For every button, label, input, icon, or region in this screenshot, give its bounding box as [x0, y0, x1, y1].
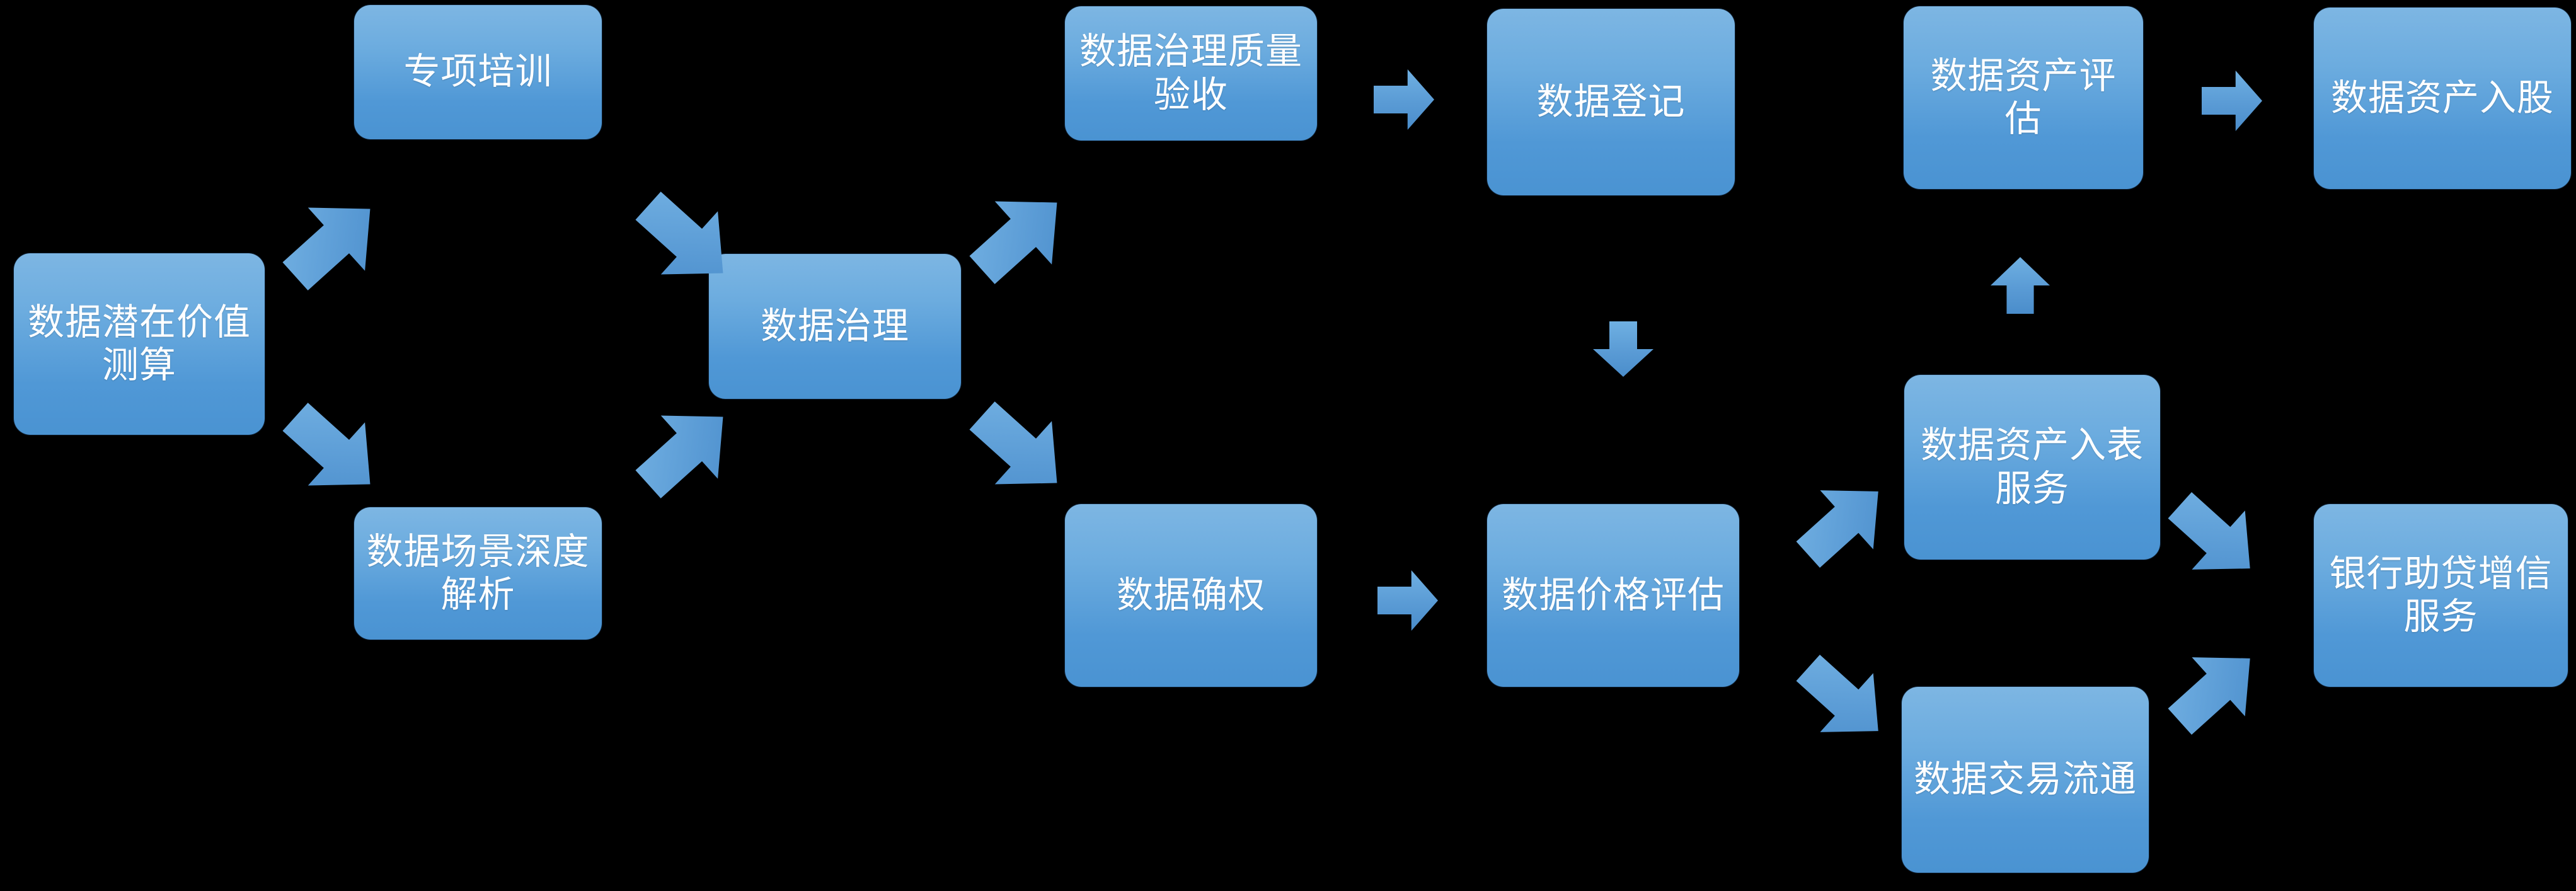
node-data-asset-listing-service[interactable]: 数据资产入表服务: [1904, 375, 2160, 560]
arrow-price-to-listing: [1778, 459, 1907, 587]
node-data-potential-value[interactable]: 数据潜在价值测算: [14, 253, 265, 435]
node-label: 数据治理: [760, 305, 909, 347]
node-governance-quality-acceptance[interactable]: 数据治理质量验收: [1065, 6, 1317, 141]
node-label: 数据交易流通: [1913, 759, 2137, 800]
node-label: 数据潜在价值测算: [27, 301, 251, 386]
arrow-quality-to-registration: [1374, 68, 1434, 131]
node-data-asset-valuation[interactable]: 数据资产评估: [1904, 6, 2143, 189]
node-label: 数据确权: [1116, 574, 1265, 616]
arrow-to-special-training: [263, 174, 401, 312]
arrow-listing-to-valuation: [1989, 257, 2051, 314]
node-data-price-assessment[interactable]: 数据价格评估: [1487, 504, 1739, 687]
node-label: 专项培训: [403, 51, 553, 93]
arrow-price-to-trading: [1778, 635, 1907, 764]
node-data-registration[interactable]: 数据登记: [1487, 9, 1735, 195]
arrow-governance-to-rights: [950, 381, 1088, 519]
node-label: 数据资产入股: [2330, 77, 2554, 118]
arrow-to-scenario-analysis: [263, 382, 401, 520]
arrow-trading-to-bank-credit: [2150, 626, 2279, 754]
node-label: 数据登记: [1536, 81, 1686, 122]
arrow-valuation-to-equity: [2202, 69, 2262, 132]
arrow-listing-to-bank-credit: [2150, 473, 2279, 601]
arrow-scenario-to-governance: [616, 382, 754, 520]
node-label: 数据资产入表服务: [1920, 425, 2144, 509]
node-label: 银行助贷增信服务: [2329, 553, 2553, 637]
node-scenario-deep-analysis[interactable]: 数据场景深度解析: [354, 507, 602, 640]
node-label: 数据价格评估: [1501, 574, 1725, 616]
node-label: 数据资产评估: [1930, 55, 2117, 139]
node-data-asset-equity[interactable]: 数据资产入股: [2314, 8, 2571, 189]
node-label: 数据场景深度解析: [366, 531, 590, 615]
node-data-rights-confirmation[interactable]: 数据确权: [1065, 504, 1317, 687]
arrow-rights-to-price: [1377, 569, 1438, 632]
arrow-governance-to-quality: [950, 168, 1088, 306]
arrow-training-to-governance: [616, 171, 754, 309]
arrow-registration-to-price: [1592, 321, 1655, 377]
node-bank-loan-credit-service[interactable]: 银行助贷增信服务: [2314, 504, 2568, 687]
node-data-trading-circulation[interactable]: 数据交易流通: [1902, 687, 2149, 873]
node-label: 数据治理质量验收: [1079, 31, 1302, 115]
node-special-training[interactable]: 专项培训: [354, 5, 602, 139]
node-data-governance[interactable]: 数据治理: [709, 254, 961, 399]
